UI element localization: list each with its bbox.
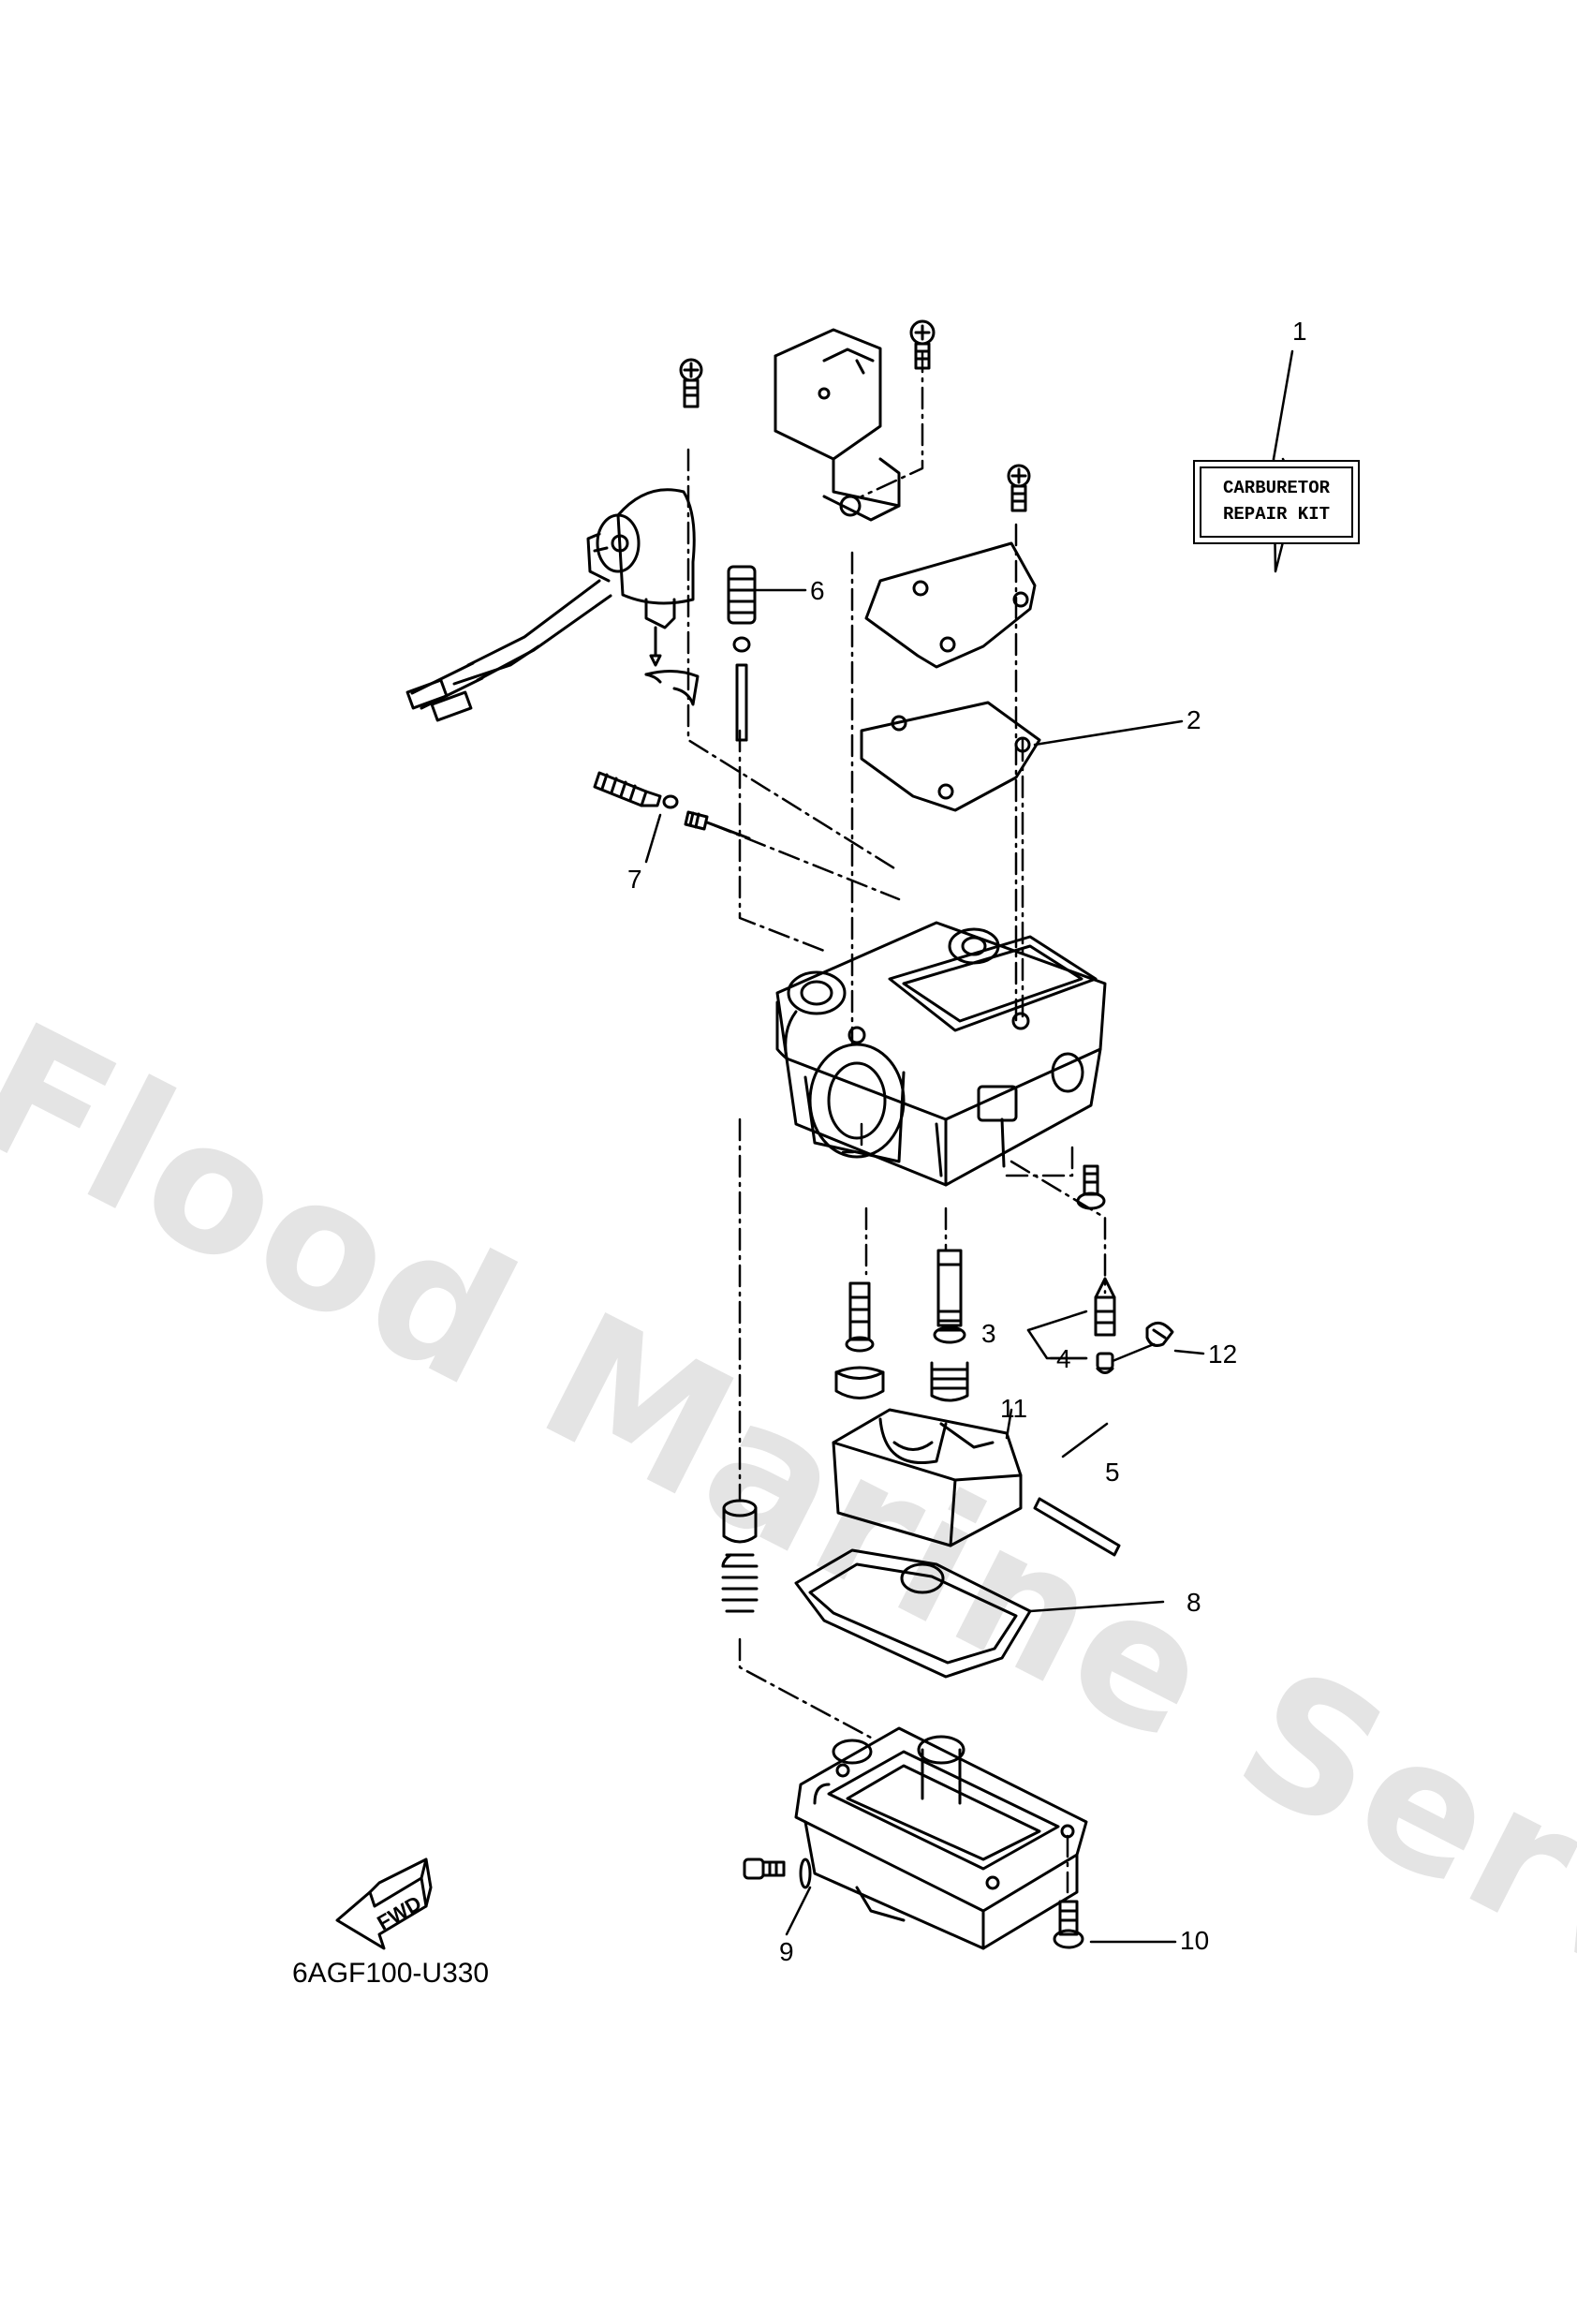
top-cover-plate bbox=[864, 541, 1037, 669]
callout-6: 6 bbox=[810, 576, 825, 605]
callout-8: 8 bbox=[1186, 1588, 1201, 1617]
drain-cap-spring bbox=[721, 1499, 759, 1613]
kit-leader-line bbox=[1272, 349, 1294, 461]
callout-5: 5 bbox=[1105, 1458, 1120, 1487]
callout-2: 2 bbox=[1186, 705, 1201, 734]
fwd-arrow-icon bbox=[335, 1858, 433, 1950]
part-3-needle-valve bbox=[1094, 1277, 1116, 1374]
part-6-spring bbox=[727, 565, 757, 742]
callout-4: 4 bbox=[1056, 1344, 1071, 1373]
part-2-diaphragm bbox=[860, 701, 1041, 812]
bracket-screw bbox=[909, 319, 936, 370]
part-8-gasket bbox=[794, 1548, 1032, 1679]
diagram-code: 6AGF100-U330 bbox=[292, 1958, 490, 1989]
part-7-pilot-screw bbox=[593, 771, 751, 840]
callout-leader-lines bbox=[644, 457, 1299, 1944]
main-jet-left bbox=[834, 1281, 885, 1399]
part-12-clip bbox=[1145, 1321, 1174, 1347]
callout-11: 11 bbox=[1000, 1394, 1028, 1423]
callout-10: 10 bbox=[1180, 1926, 1210, 1955]
part-11-float bbox=[832, 1408, 1023, 1547]
carburetor-repair-kit-label: CARBURETOR REPAIR KIT bbox=[1193, 460, 1360, 544]
main-jet-center bbox=[930, 1249, 969, 1402]
callout-3: 3 bbox=[981, 1319, 996, 1348]
part-10-screw bbox=[1053, 1900, 1084, 1949]
callout-9: 9 bbox=[779, 1937, 794, 1966]
callout-1: 1 bbox=[1292, 317, 1307, 346]
float-chamber bbox=[794, 1726, 1088, 1950]
screw-body-right bbox=[1076, 1164, 1106, 1210]
solenoid-assembly bbox=[405, 488, 700, 722]
top-bracket bbox=[774, 328, 901, 522]
part-5-float-pin bbox=[1033, 1497, 1121, 1557]
kit-label-line1: CARBURETOR bbox=[1222, 478, 1331, 499]
screw-top-cover bbox=[1007, 464, 1031, 512]
assembly-guide-lines bbox=[686, 349, 1107, 1894]
callout-12: 12 bbox=[1208, 1340, 1238, 1369]
kit-label-line2: REPAIR KIT bbox=[1222, 504, 1331, 525]
carburetor-body bbox=[775, 921, 1107, 1187]
callout-7: 7 bbox=[627, 865, 642, 894]
screw-upper-left bbox=[679, 358, 703, 408]
fwd-label: FWD bbox=[373, 1891, 425, 1935]
part-9-drain-screw bbox=[743, 1858, 812, 1889]
